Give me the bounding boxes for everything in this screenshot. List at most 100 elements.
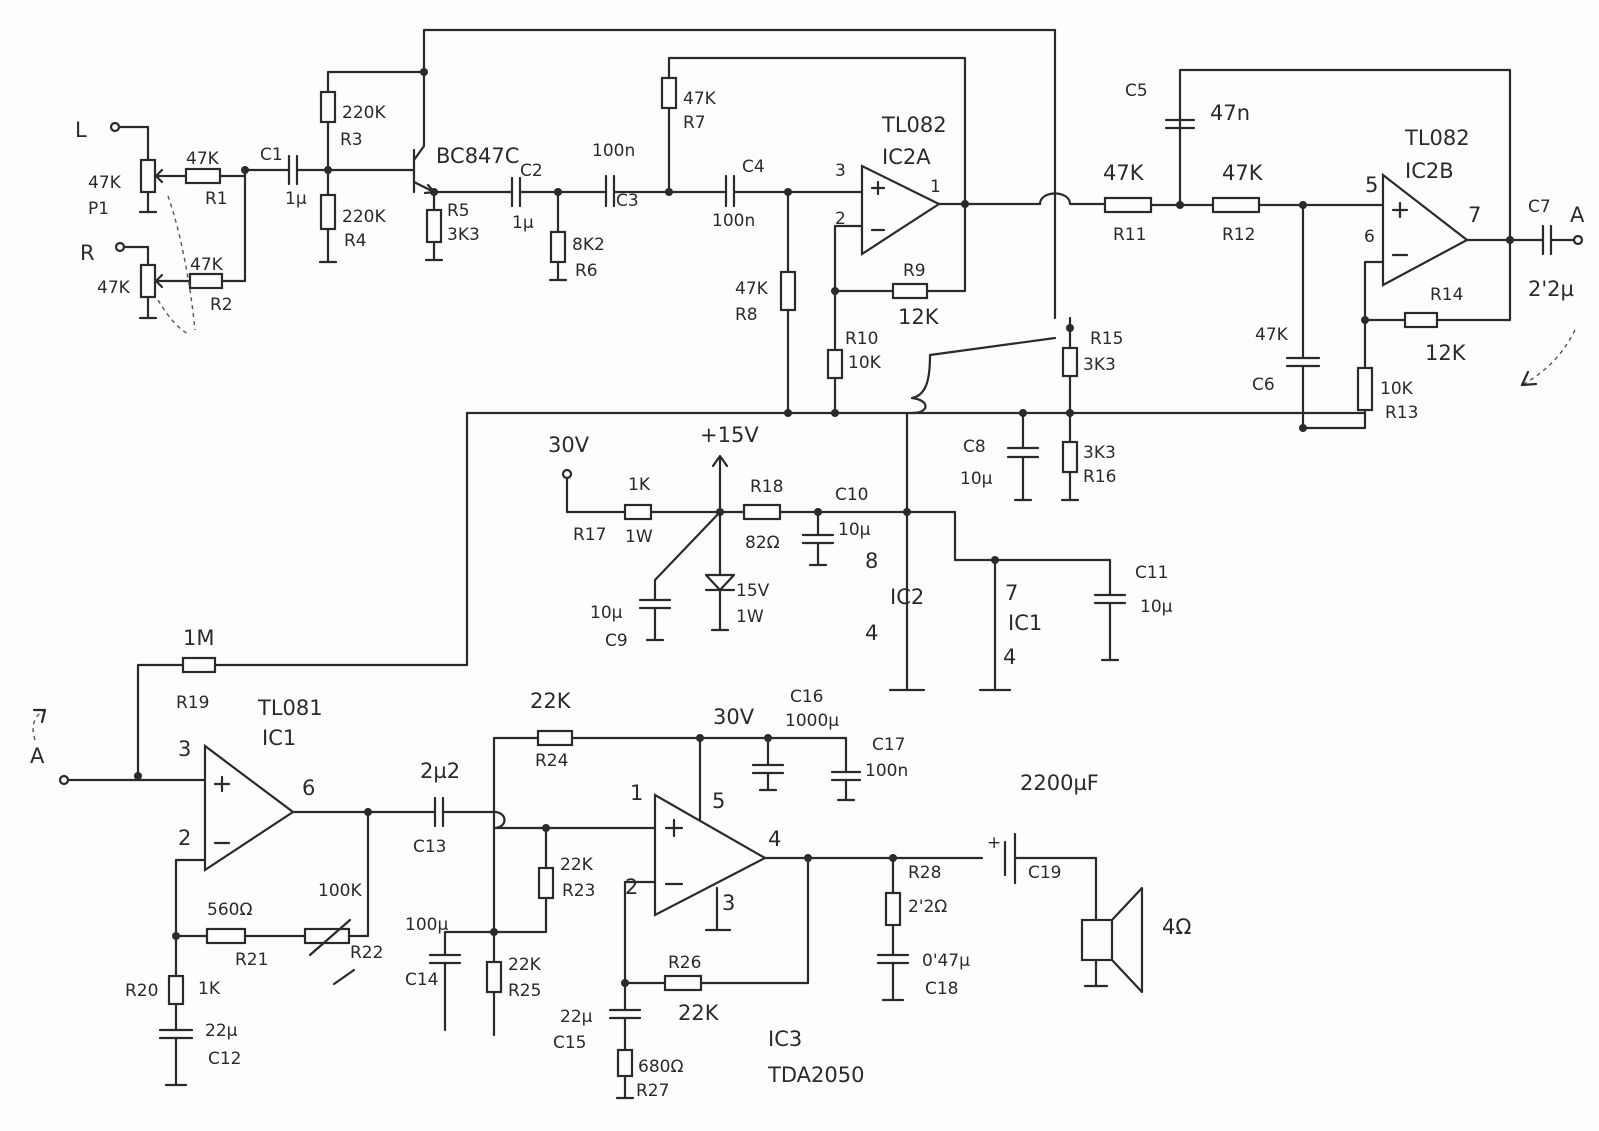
- resistor-r6: [549, 230, 567, 264]
- label-r10-ref: R10: [845, 329, 878, 349]
- label-p1-val: 47K: [88, 173, 122, 193]
- resistor-r24: [536, 729, 574, 747]
- label-r8-val: 47K: [735, 279, 769, 299]
- label-r6-ref: R6: [575, 261, 598, 281]
- label-ic2b-ref: IC2B: [1405, 159, 1454, 183]
- output-a-terminal: [1572, 234, 1584, 246]
- label-r26-val: 22K: [678, 1001, 720, 1025]
- label-r10-val: 10K: [848, 353, 882, 373]
- resistor-r10: [826, 348, 844, 380]
- label-r3-val: 220K: [342, 103, 386, 123]
- label-c6-val: 47K: [1255, 325, 1289, 345]
- label-r25-ref: R25: [508, 981, 541, 1001]
- label-r7-val: 47K: [683, 89, 717, 109]
- label-r16-ref: R16: [1083, 467, 1116, 487]
- label-c1-val: 1µ: [285, 189, 307, 209]
- mid-bus: [465, 316, 1367, 667]
- resistor-r1: [184, 167, 222, 185]
- labels: L 47K P1 47K 47K R1 R 47K R2 C1 1µ 220K …: [30, 81, 1585, 1101]
- label-c17-val: 100n: [865, 761, 908, 781]
- label-c6-ref: C6: [1252, 375, 1275, 395]
- label-r3-ref: R3: [340, 130, 363, 150]
- resistor-r18: [742, 503, 782, 521]
- label-r20-ref: R20: [125, 981, 158, 1001]
- label-ic2-pin4: 4: [865, 621, 878, 645]
- label-spk-val: 4Ω: [1162, 915, 1191, 939]
- resistor-r16: [1061, 440, 1079, 474]
- label-r4-ref: R4: [344, 231, 367, 251]
- label-c11-val: 10µ: [1140, 597, 1173, 617]
- ic1-stage: [32, 656, 469, 1087]
- resistor-r14: [1403, 311, 1439, 329]
- label-ic3-p5: 5: [712, 789, 725, 813]
- label-r7-ref: R7: [683, 113, 706, 133]
- label-c11-ref: C11: [1135, 563, 1169, 583]
- resistor-r9: [891, 282, 929, 300]
- label-r15-ref: R15: [1090, 329, 1123, 349]
- label-z-val: 15V: [736, 581, 770, 601]
- label-c19-ref: C19: [1028, 863, 1062, 883]
- label-ic1-p6: 6: [302, 776, 315, 800]
- opamp-ic3: [653, 793, 768, 917]
- resistor-r17: [623, 503, 653, 521]
- label-c8-ref: C8: [963, 437, 986, 457]
- label-ic1-ref: IC1: [1008, 611, 1042, 635]
- label-r26-ref: R26: [668, 953, 701, 973]
- resistor-r5: [425, 208, 443, 244]
- supply-30v-terminal: [561, 468, 573, 480]
- label-r28-ref: R28: [908, 863, 941, 883]
- label-ic2b-pin7: 7: [1468, 203, 1481, 227]
- label-r4-val: 220K: [342, 207, 386, 227]
- label-c9-ref: C9: [605, 631, 628, 651]
- label-c16-val: 1000µ: [785, 711, 839, 731]
- label-z-w: 1W: [736, 607, 764, 627]
- opamp-ic1: [203, 743, 295, 873]
- pot-p1: [139, 158, 157, 194]
- label-r25-val: 22K: [508, 955, 542, 975]
- label-r2-val: 47K: [190, 255, 224, 275]
- label-ic3-ref: IC3: [768, 1027, 802, 1051]
- label-in-a: A: [30, 744, 45, 768]
- label-out-a: A: [1570, 203, 1585, 227]
- label-q1: BC847C: [436, 144, 519, 168]
- label-c2-val: 1µ: [512, 213, 534, 233]
- label-r16-val: 3K3: [1083, 443, 1116, 463]
- label-ic3-type: TDA2050: [767, 1063, 864, 1087]
- label-r22-val: 100K: [318, 881, 362, 901]
- label-ic2a-ref: IC2A: [882, 145, 931, 169]
- label-c10-val: 10µ: [838, 520, 871, 540]
- label-ic2b-pin5: 5: [1365, 173, 1378, 197]
- label-r19-ref: R19: [176, 693, 209, 713]
- label-c4-val: 100n: [712, 211, 755, 231]
- label-r19-val: 1M: [183, 626, 214, 650]
- ic2a-stage: [826, 164, 1107, 415]
- pot-p2: [139, 263, 157, 299]
- label-ic2b-pin6: 6: [1364, 227, 1375, 247]
- resistor-r13: [1356, 366, 1374, 412]
- label-c1-ref: C1: [260, 145, 283, 165]
- label-v30: 30V: [548, 433, 590, 457]
- resistor-r20: [167, 974, 185, 1006]
- zener-15v: [704, 510, 736, 632]
- label-ic1-ref2: IC1: [262, 726, 296, 750]
- label-c9-val: 10µ: [590, 603, 623, 623]
- label-r9-ref: R9: [903, 261, 926, 281]
- label-r14-val: 12K: [1425, 341, 1467, 365]
- label-in-r: R: [80, 241, 95, 265]
- label-r13-ref: R13: [1385, 403, 1418, 423]
- label-c19-plus: +: [987, 833, 1001, 853]
- label-r6-val: 8K2: [572, 235, 605, 255]
- ic3-stage: [428, 729, 1144, 1100]
- resistor-r26: [663, 974, 703, 992]
- label-c19-val: 2200µF: [1020, 771, 1099, 795]
- label-c15-ref: C15: [553, 1033, 587, 1053]
- label-r11-val: 47K: [1103, 161, 1145, 185]
- label-c17-ref: C17: [872, 735, 906, 755]
- resistor-r19: [181, 656, 217, 674]
- label-c15-val: 22µ: [560, 1007, 593, 1027]
- label-ic3-p4: 4: [768, 827, 781, 851]
- label-r1-val: 47K: [186, 149, 220, 169]
- label-ic1-p3: 3: [178, 737, 191, 761]
- label-r21-val: 560Ω: [207, 900, 252, 920]
- resistor-r27: [616, 1048, 634, 1078]
